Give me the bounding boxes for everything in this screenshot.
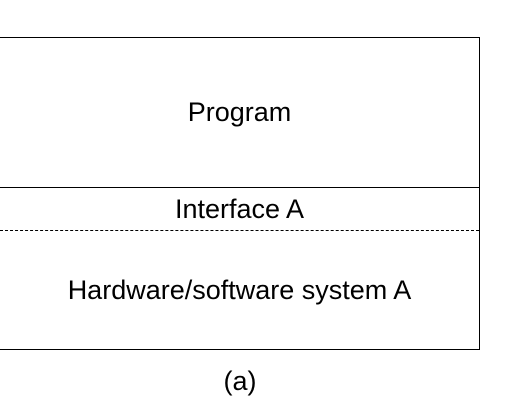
interface-layer-label: Interface A [174, 193, 305, 224]
program-layer-label: Program [187, 97, 292, 127]
layer-stack-diagram: Program Interface A Hardware/software sy… [0, 37, 480, 350]
interface-layer: Interface A [0, 188, 479, 231]
system-layer: Hardware/software system A [0, 231, 479, 349]
system-layer-label: Hardware/software system A [67, 274, 412, 305]
program-layer: Program [0, 38, 479, 188]
figure-caption: (a) [223, 366, 257, 396]
